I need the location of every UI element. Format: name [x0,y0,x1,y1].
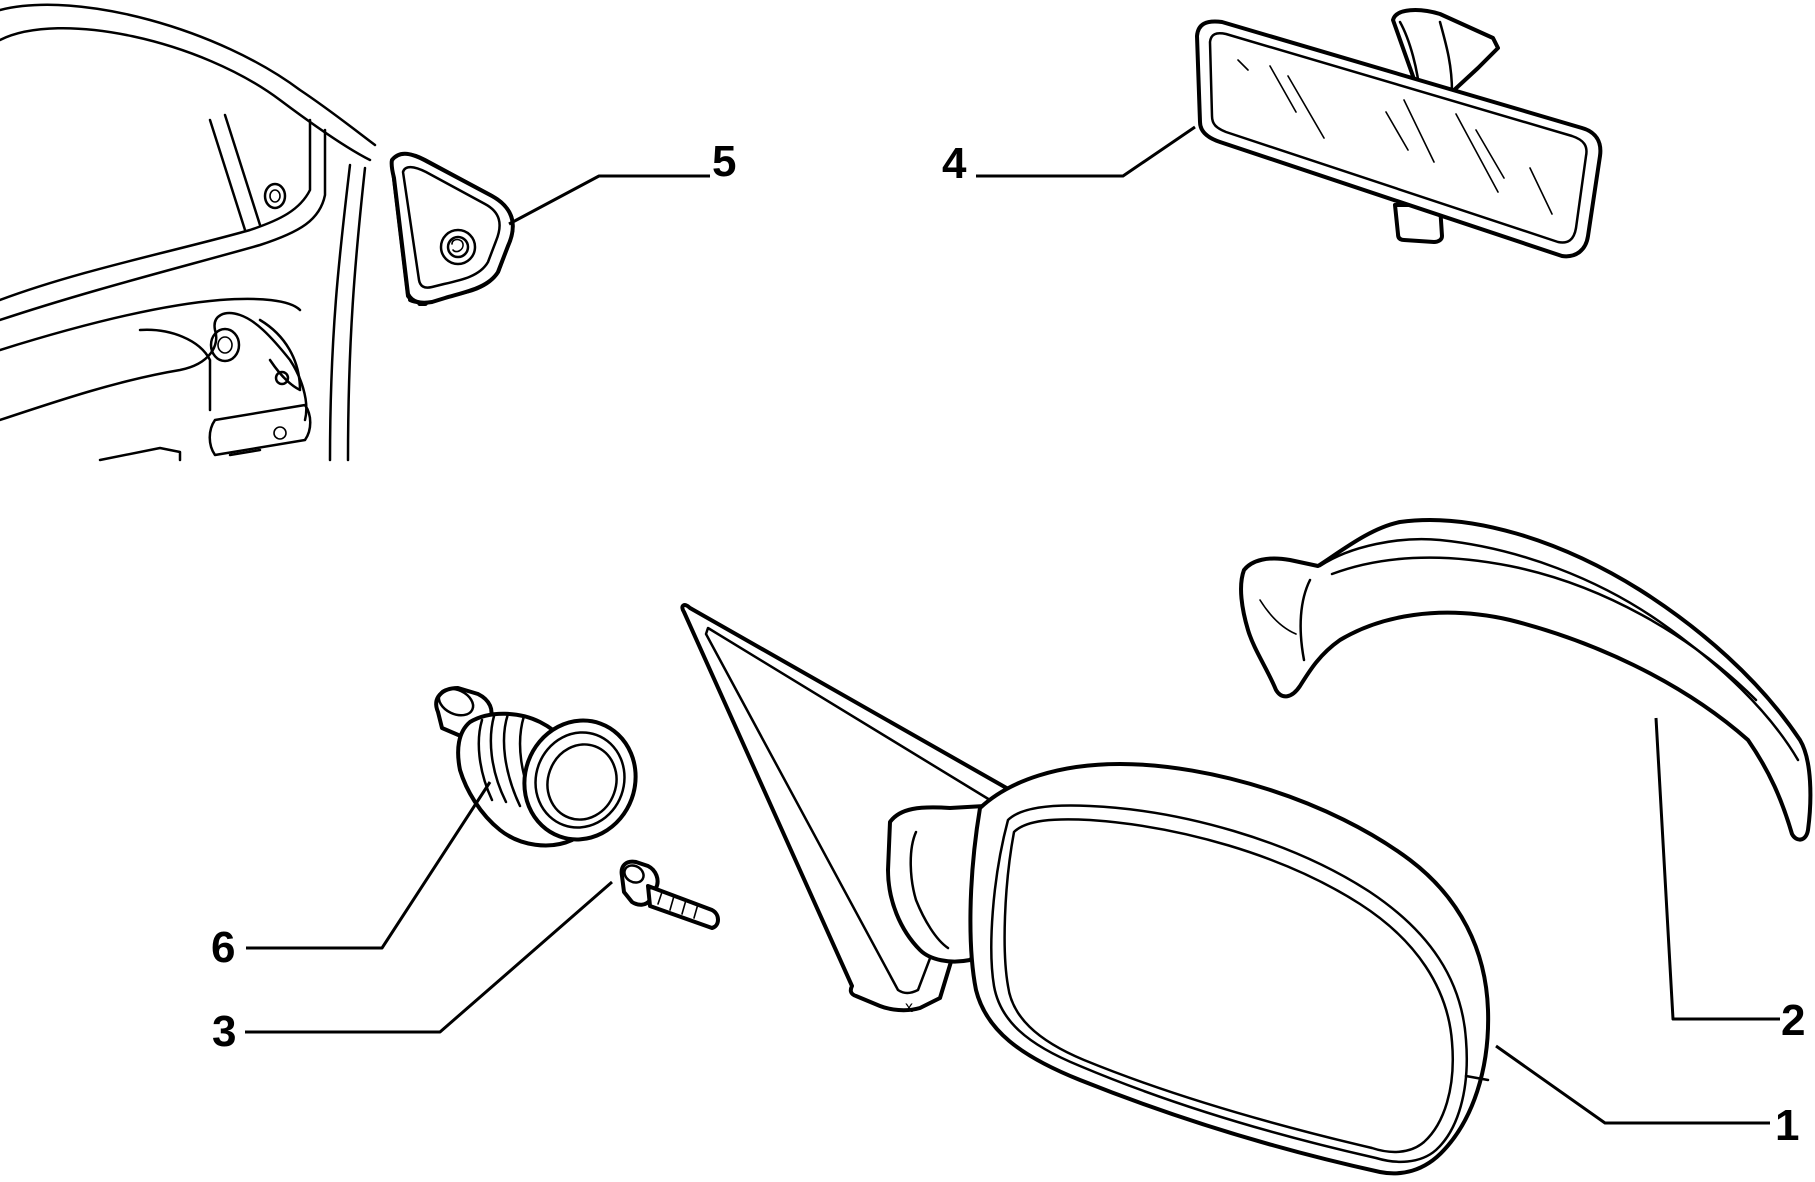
callout-3: 3 [212,1007,236,1056]
leader-5 [508,174,710,226]
part-1-exterior-mirror: x [680,603,1491,1176]
door-frame [0,3,377,462]
callout-6: 6 [211,923,235,972]
leader-6 [246,781,492,950]
leader-lines [245,125,1780,1125]
callout-labels: 1 2 3 4 5 6 [211,137,1805,1150]
callout-4: 4 [942,139,967,188]
part-5-mounting-plate [389,151,515,306]
callout-5: 5 [712,137,736,186]
part-3-screw [619,859,720,930]
leader-2 [1654,717,1780,1021]
leader-3 [245,880,613,1034]
leader-4 [976,125,1196,178]
bracket-mark: x [905,999,913,1016]
part-6-grommet [434,686,638,848]
leader-1 [1495,1044,1770,1125]
part-2-mirror-cover [1239,518,1813,842]
part-4-interior-mirror [1195,8,1603,259]
callout-2: 2 [1781,996,1805,1045]
callout-1: 1 [1775,1101,1799,1150]
